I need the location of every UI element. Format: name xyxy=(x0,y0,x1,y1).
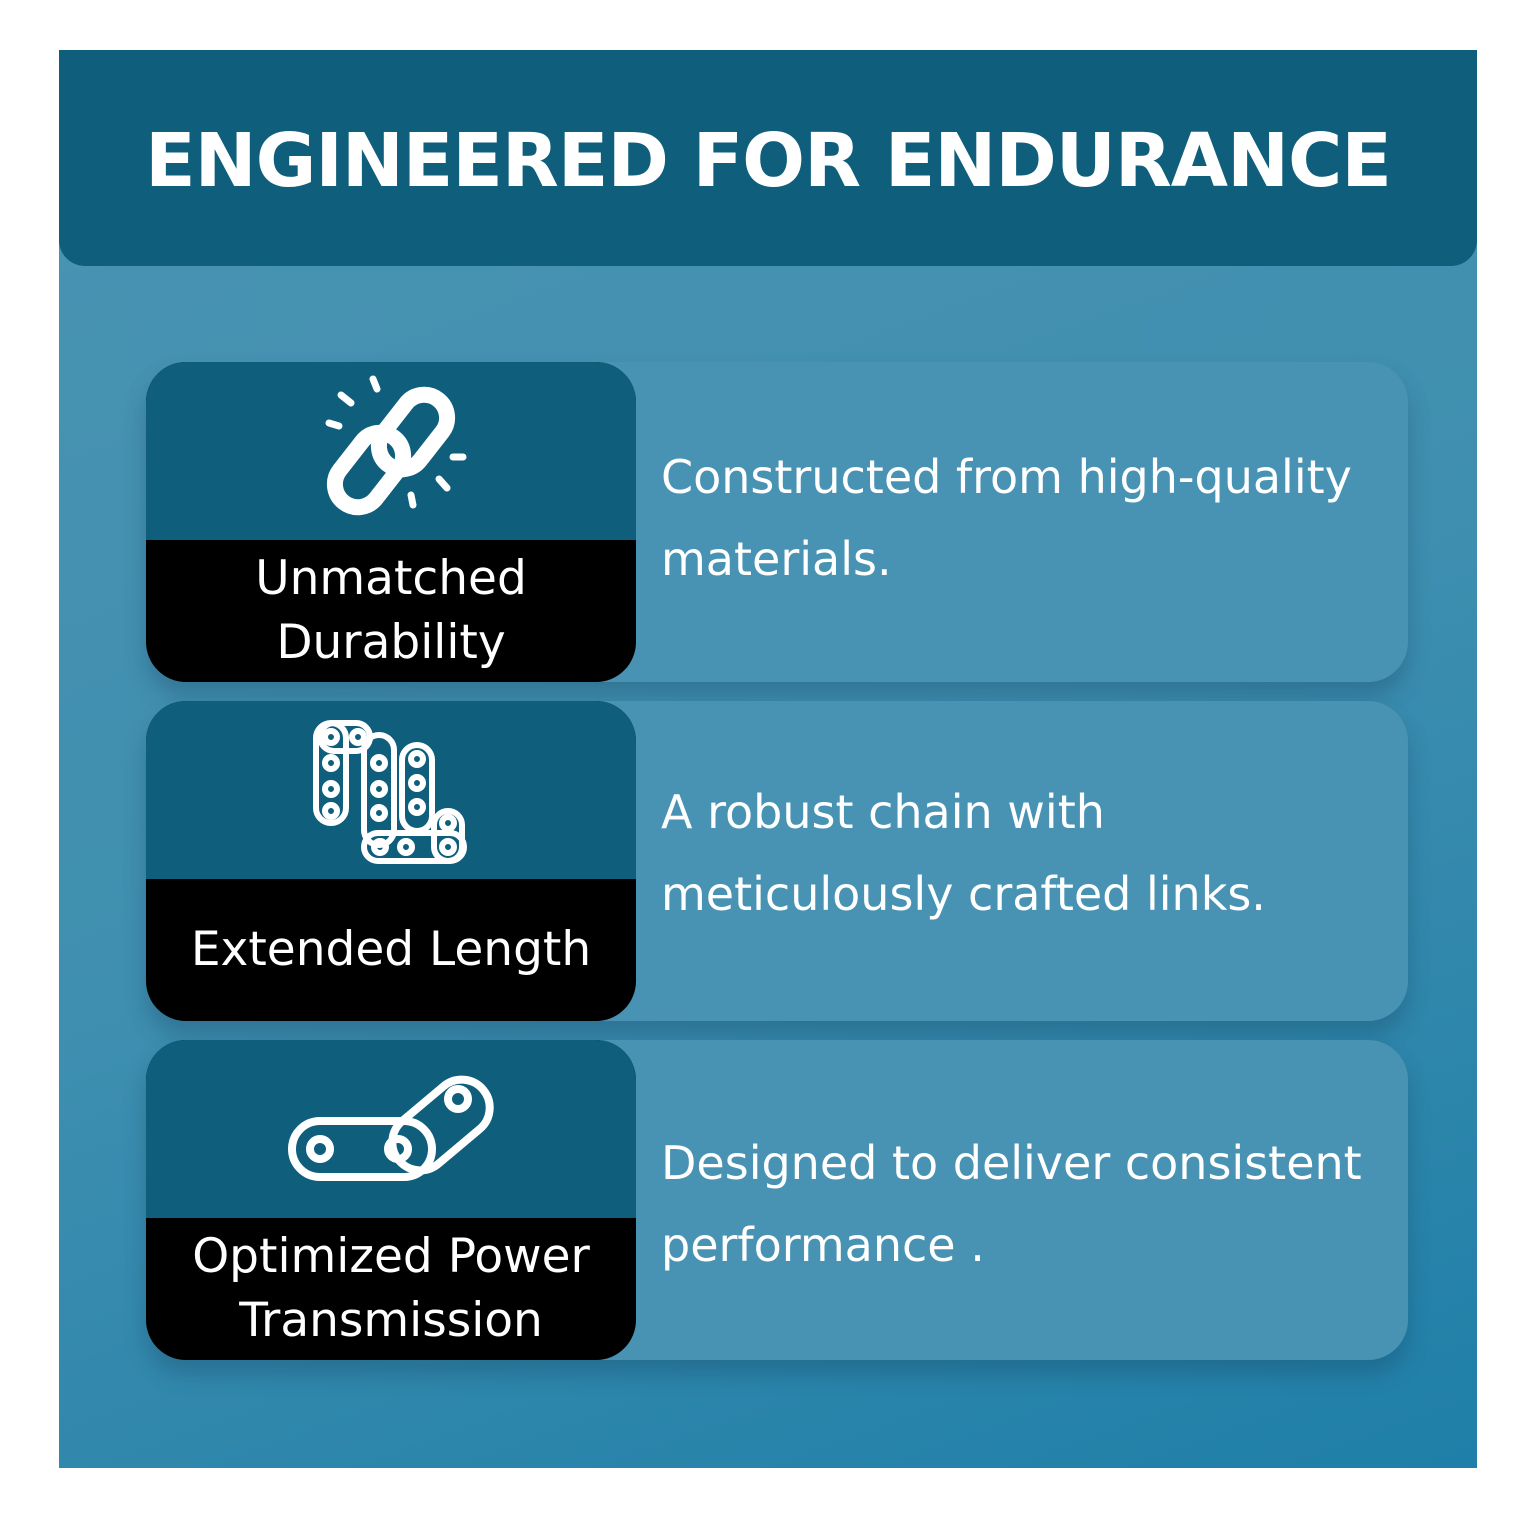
feature-card: Extended Length xyxy=(146,701,636,1021)
long-chain-icon xyxy=(313,720,467,864)
page-title: ENGINEERED FOR ENDURANCE xyxy=(145,118,1392,204)
infographic-panel: ENGINEERED FOR ENDURANCE xyxy=(59,50,1477,1468)
feature-card: Optimized Power Transmission xyxy=(146,1040,636,1360)
broken-chain-link-icon xyxy=(325,375,467,516)
feature-description: A robust chain with meticulously crafted… xyxy=(661,785,1266,921)
feature-label: Unmatched Durability xyxy=(255,551,527,670)
feature-card: Unmatched Durability xyxy=(146,362,636,682)
feature-description: Designed to deliver consistent performan… xyxy=(661,1136,1362,1272)
icon-area xyxy=(146,701,636,879)
icon-area xyxy=(146,362,636,540)
feature-label: Extended Length xyxy=(190,922,592,977)
feature-description: Constructed from high-quality materials. xyxy=(661,450,1352,586)
feature-row-length: Extended Length A robust chain with meti… xyxy=(146,701,1408,1021)
feature-row-durability: Unmatched Durability Constructed from hi… xyxy=(146,362,1408,682)
chain-segment-icon xyxy=(288,1075,494,1181)
feature-label: Optimized Power Transmission xyxy=(192,1229,590,1348)
icon-area xyxy=(146,1040,636,1218)
feature-row-power-transmission: Optimized Power Transmission Designed to… xyxy=(146,1040,1408,1360)
header-banner: ENGINEERED FOR ENDURANCE xyxy=(59,50,1477,266)
